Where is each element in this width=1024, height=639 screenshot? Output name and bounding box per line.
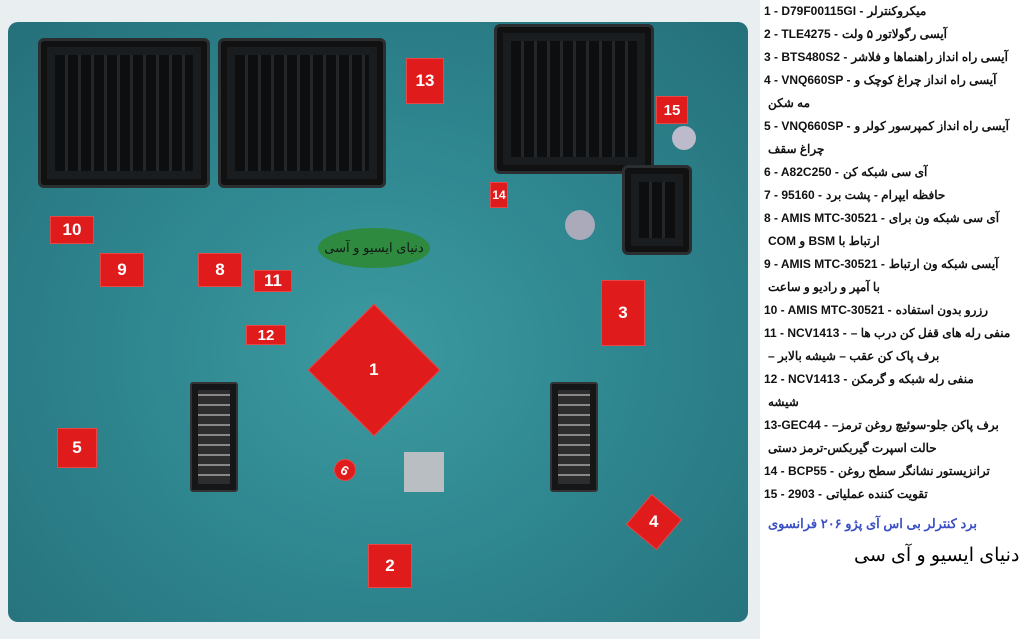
legend-code: 4 - VNQ660SP - [764,73,851,87]
legend-item-continuation: شیشه [764,395,1020,409]
watermark: دنیای ایسیو و آسی [318,228,430,268]
legend-item: 8 - AMIS MTC-30521 -آی سی شبکه ون برای [764,211,1020,225]
marker-3: 3 [601,280,645,346]
legend-item-continuation: برف پاک کن عقب – شیشه بالابر – [764,349,1020,363]
legend-item: 7 - 95160 -حافظه ایپرام - پشت برد [764,188,1020,202]
legend-desc: آیسی راه انداز چراغ کوچک و [854,73,997,87]
pcb-photo: 1 2 3 4 5 6 8 9 10 11 12 13 14 15 دنیای … [0,0,760,639]
legend-desc-cont: چراغ سقف [768,142,825,156]
legend-item: 11 - NCV1413 -منفی رله های قفل کن درب ها… [764,326,1020,340]
legend-code: 1 - D79F00115GI - [764,4,864,18]
legend-item: 3 - BTS480S2 -آیسی راه انداز راهنماها و … [764,50,1020,64]
legend-desc: آیسی رگولاتور ۵ ولت [842,27,947,41]
pin-header-left [190,382,238,492]
connector-4 [622,165,692,255]
legend-code: 6 - A82C250 - [764,165,839,179]
board-title: برد کنترلر بی اس آی پژو ۲۰۶ فرانسوی [768,516,978,531]
legend-code: 7 - 95160 - [764,188,823,202]
legend-desc: میکروکنترلر [867,4,927,18]
legend-code: 9 - AMIS MTC-30521 - [764,257,885,271]
connector-2 [218,38,386,188]
legend-item: 12 - NCV1413 -منفی رله شبکه و گرمکن [764,372,1020,386]
legend-desc-cont: ارتباط با BSM و COM [768,234,880,248]
legend: 1 - D79F00115GI -میکروکنترلر 2 - TLE4275 … [762,0,1022,639]
legend-desc: منفی رله های قفل کن درب ها – [850,326,1011,340]
legend-desc-cont: شیشه [768,395,799,409]
marker-9: 9 [100,253,144,287]
legend-item: 5 - VNQ660SP -آیسی راه انداز کمپرسور کول… [764,119,1020,133]
connector-3 [494,24,654,174]
legend-item: 15 - 2903 -تقویت کننده عملیاتی [764,487,1020,501]
marker-13: 13 [406,58,444,104]
legend-desc: آی سی شبکه ون برای [888,211,1000,225]
legend-desc-cont: حالت اسپرت گیربکس-ترمز دستی [768,441,937,455]
legend-item: 2 - TLE4275 -آیسی رگولاتور ۵ ولت [764,27,1020,41]
legend-item: 6 - A82C250 -آی سی شبکه کن [764,165,1020,179]
legend-item: 4 - VNQ660SP -آیسی راه انداز چراغ کوچک و [764,73,1020,87]
legend-desc: منفی رله شبکه و گرمکن [851,372,974,386]
marker-12: 12 [246,325,286,345]
marker-14: 14 [490,182,508,208]
legend-item: 9 - AMIS MTC-30521 -آیسی شبکه ون ارتباط [764,257,1020,271]
marker-2: 2 [368,544,412,588]
pin-header-right [550,382,598,492]
legend-item: 1 - D79F00115GI -میکروکنترلر [764,4,1020,18]
legend-code: 13-GEC44 - [764,418,829,432]
capacitor [565,210,595,240]
connector-1 [38,38,210,188]
marker-label: 4 [649,512,659,531]
marker-10: 10 [50,216,94,244]
legend-desc: رزرو بدون استفاده [895,303,989,317]
legend-desc: آی سی شبکه کن [842,165,928,179]
marker-5: 5 [57,428,97,468]
legend-desc-cont: با آمپر و رادیو و ساعت [768,280,880,294]
legend-desc-cont: برف پاک کن عقب – شیشه بالابر – [768,349,940,363]
legend-code: 15 - 2903 - [764,487,823,501]
legend-desc: آیسی راه انداز کمپرسور کولر و [854,119,1009,133]
legend-item-continuation: مه شکن [764,96,1020,110]
legend-desc-cont: مه شکن [768,96,811,110]
crystal [404,452,444,492]
brand-text: دنیای ایسیو و آی سی [854,545,1020,566]
legend-code: 2 - TLE4275 - [764,27,839,41]
marker-8: 8 [198,253,242,287]
legend-code: 8 - AMIS MTC-30521 - [764,211,885,225]
legend-desc: ترانزیستور نشانگر سطح روغن [838,464,990,478]
legend-code: 14 - BCP55 - [764,464,835,478]
legend-desc: آیسی راه انداز راهنماها و فلاشر [851,50,1008,64]
legend-item: 13-GEC44 -برف پاکن جلو-سوئیچ روغن ترمز– [764,418,1020,432]
legend-desc: تقویت کننده عملیاتی [826,487,928,501]
legend-code: 12 - NCV1413 - [764,372,848,386]
legend-desc: برف پاکن جلو-سوئیچ روغن ترمز– [832,418,999,432]
legend-desc: حافظه ایپرام - پشت برد [826,188,946,202]
legend-item-continuation: ارتباط با BSM و COM [764,234,1020,248]
legend-code: 3 - BTS480S2 - [764,50,848,64]
legend-item: 14 - BCP55 -ترانزیستور نشانگر سطح روغن [764,464,1020,478]
marker-label: 1 [369,360,379,379]
legend-item: 10 - AMIS MTC-30521 -رزرو بدون استفاده [764,303,1020,317]
marker-15: 15 [656,96,688,124]
legend-item-continuation: چراغ سقف [764,142,1020,156]
legend-code: 5 - VNQ660SP - [764,119,851,133]
legend-item-continuation: با آمپر و رادیو و ساعت [764,280,1020,294]
legend-item-continuation: حالت اسپرت گیربکس-ترمز دستی [764,441,1020,455]
capacitor-small [672,126,696,150]
legend-desc: آیسی شبکه ون ارتباط [888,257,999,271]
legend-code: 11 - NCV1413 - [764,326,847,340]
legend-code: 10 - AMIS MTC-30521 - [764,303,892,317]
marker-11: 11 [254,270,292,292]
